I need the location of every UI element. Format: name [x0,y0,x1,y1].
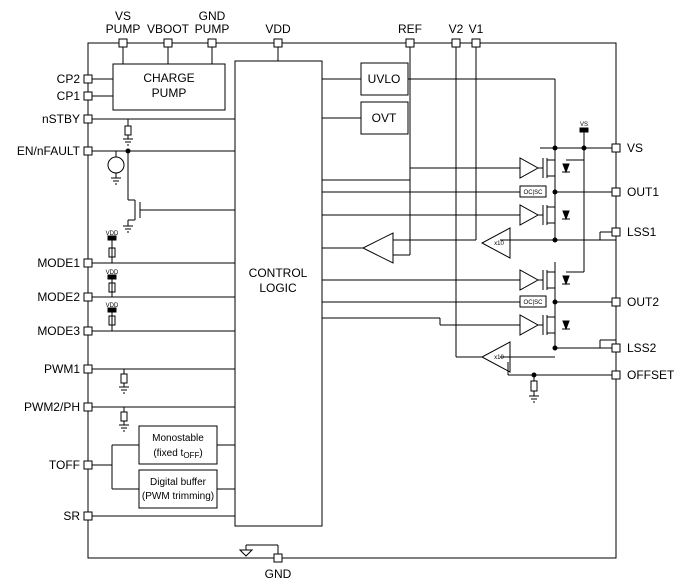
pin-gnd-pump [207,38,217,48]
charge-pump-block [112,63,226,111]
mosfet-high-side-1 [538,148,570,178]
pin-label-v2: V2 [449,22,464,36]
mosfet-low-side-1 [538,205,570,225]
pin-mode3 [83,326,93,336]
control-logic-label-1: CONTROL [249,266,308,280]
ocsc-label-2: OC|SC [524,300,544,306]
gate-driver-buffer [519,314,540,336]
pin-label-en-nfault: EN/nFAULT [17,144,81,158]
monostable-label-2-prefix: (fixed t [153,448,183,459]
pin-pwm2-ph [83,402,93,412]
ocsc-label-1: OC|SC [524,190,544,196]
ground-symbol [123,225,133,233]
ground-symbol [119,373,129,394]
pin-label-lss2: LSS2 [627,341,657,355]
uvlo-label: UVLO [368,72,401,86]
current-source-symbol [107,156,125,174]
pin-label-cp2: CP2 [57,72,81,86]
ground-symbol [123,125,133,146]
pin-out1 [611,187,621,197]
pin-label-lss1: LSS1 [627,225,657,239]
vs-tap-label: VS [580,122,588,128]
charge-pump-label-2: PUMP [152,86,187,100]
pin-label-toff: TOFF [49,458,80,472]
monostable-label-2-suffix: ) [199,448,202,459]
charge-pump-label-1: CHARGE [143,71,194,85]
pin-vs [611,143,621,153]
pin-v2 [451,38,461,48]
pin-lss2 [611,343,621,353]
ground-symbol [238,549,254,557]
pin-label-vdd: VDD [265,22,291,36]
pin-pwm1 [83,364,93,374]
pin-label-offset: OFFSET [627,368,675,382]
gate-driver-buffer [519,204,540,226]
pin-lss1 [611,227,621,237]
pin-label-gnd: GND [265,567,292,581]
ground-symbol [111,177,121,185]
pin-cp1 [83,91,93,101]
digital-buffer-block [138,469,218,509]
pin-label-ref: REF [398,22,422,36]
amp-gain-label-1: x10 [494,241,504,247]
pin-label-gnd-pump-1: GND [199,9,226,23]
sense-amplifier-x10 [480,227,511,259]
pin-gnd [273,553,283,563]
pin-label-sr: SR [63,509,80,523]
digital-buffer-label-2: (PWM trimming) [142,491,214,502]
ground-symbol [529,395,539,403]
pin-sr [83,511,93,521]
pin-label-pwm2-ph: PWM2/PH [24,400,80,414]
pin-label-out1: OUT1 [627,185,659,199]
mosfet-high-side-2 [538,270,570,290]
pin-vs-pump [118,38,128,48]
vdd-pullup-label-3: VDD [106,303,119,309]
pin-label-vs: VS [627,141,643,155]
pin-en-nfault [83,146,93,156]
pin-vboot [163,38,173,48]
pin-ref [405,38,415,48]
pin-mode1 [83,258,93,268]
amp-gain-label-2: x10 [494,355,504,361]
pin-label-vboot: VBOOT [147,22,190,36]
monostable-label-2-sub: OFF [183,451,199,460]
digital-buffer-label-1: Digital buffer [150,477,207,488]
ocsc-box-1 [519,185,547,198]
pin-toff [83,460,93,470]
pin-out2 [611,297,621,307]
ocsc-box-2 [519,295,547,308]
pin-cp2 [83,74,93,84]
vdd-pullup-label-2: VDD [106,270,119,276]
pin-label-vs-pump-2: PUMP [106,22,141,36]
pin-label-gnd-pump-2: PUMP [195,22,230,36]
pin-mode2 [83,292,93,302]
pin-vdd [273,38,283,48]
pin-offset [611,370,621,380]
ground-symbol [119,411,129,432]
pin-label-out2: OUT2 [627,295,659,309]
pin-label-mode3: MODE3 [37,324,80,338]
pin-label-v1: V1 [469,22,484,36]
gate-driver-buffer [519,157,540,179]
pin-label-cp1: CP1 [57,89,81,103]
pin-label-mode1: MODE1 [37,256,80,270]
pin-label-mode2: MODE2 [37,290,80,304]
control-logic-label-2: LOGIC [259,281,297,295]
monostable-label-2: (fixed tOFF) [153,448,202,460]
pin-label-vs-pump-1: VS [115,9,131,23]
comparator-symbol [361,232,394,264]
monostable-label-1: Monostable [152,433,204,444]
sense-amplifier-x10 [480,341,511,373]
gate-driver-buffer [519,269,540,291]
pin-label-nstby: nSTBY [42,112,80,126]
pin-label-pwm1: PWM1 [44,362,80,376]
mosfet-low-side-2 [538,315,570,335]
pin-nstby [83,114,93,124]
ovt-label: OVT [372,111,397,125]
vdd-pullup-label-1: VDD [106,231,119,237]
pin-v1 [471,38,481,48]
